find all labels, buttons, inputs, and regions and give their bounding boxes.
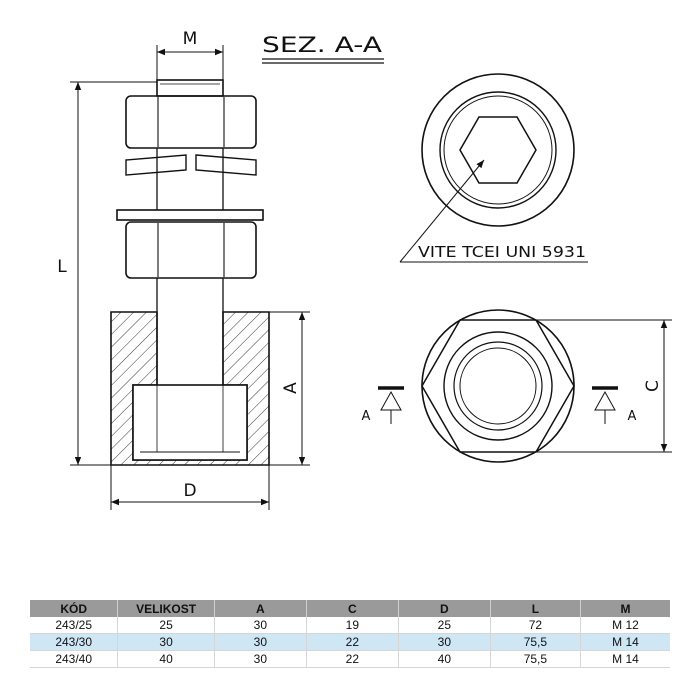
col-d: D [398, 600, 491, 617]
col-a: A [214, 600, 307, 617]
cell-kod: 243/25 [30, 617, 119, 634]
col-c: C [306, 600, 399, 617]
dim-l [70, 81, 157, 466]
dim-d-label: D [183, 481, 196, 501]
col-velikost: VELIKOST [117, 600, 215, 617]
top-view-section [421, 73, 575, 227]
dim-m [156, 45, 224, 80]
spec-table: KÓD VELIKOST A C D L M 243/25 25 30 19 2… [30, 600, 670, 668]
section-marker-left-label: A [362, 409, 371, 424]
top-nut [125, 95, 257, 149]
stud-top [156, 79, 224, 97]
dim-m-label: M [183, 29, 198, 49]
table-row: 243/30 30 30 22 30 75,5 M 14 [30, 633, 670, 651]
side-view [110, 79, 270, 466]
nut-hex-shape [421, 319, 575, 453]
section-title: SEZ. A-A [262, 33, 383, 57]
hex-socket-shape [459, 116, 537, 184]
dim-c [536, 319, 672, 453]
cell-kod: 243/40 [30, 650, 119, 668]
table-row: 243/40 40 30 22 40 75,5 M 14 [30, 650, 670, 668]
dim-c-label: C [643, 380, 663, 392]
cell-velikost: 40 [117, 650, 215, 668]
table-row: 243/25 25 30 19 25 72 M 12 [30, 617, 670, 634]
cell-a: 30 [214, 633, 307, 651]
sleeve-section [110, 311, 270, 466]
cell-d: 30 [398, 633, 491, 651]
dim-d [110, 465, 270, 510]
cell-d: 25 [398, 617, 491, 634]
cell-m: M 12 [580, 617, 670, 634]
cell-d: 40 [398, 650, 491, 668]
section-marker-right [592, 386, 618, 424]
cell-l: 75,5 [490, 650, 581, 668]
cell-c: 19 [306, 617, 399, 634]
cell-kod: 243/30 [30, 633, 119, 651]
technical-drawing: M L A D SEZ. A-A VITE TCEI UNI 5931 [57, 29, 672, 510]
flat-washer [116, 209, 264, 221]
dim-a-label: A [281, 382, 301, 394]
lock-washer [125, 154, 257, 176]
cell-m: M 14 [580, 650, 670, 668]
cell-c: 22 [306, 633, 399, 651]
cell-velikost: 25 [117, 617, 215, 634]
col-kod: KÓD [30, 600, 119, 617]
screw-note-leader [399, 159, 588, 263]
cell-velikost: 30 [117, 633, 215, 651]
cell-c: 22 [306, 650, 399, 668]
bottom-view [421, 309, 575, 463]
screw-note: VITE TCEI UNI 5931 [418, 243, 586, 261]
table-header-row: KÓD VELIKOST A C D L M [30, 600, 670, 617]
col-l: L [490, 600, 581, 617]
col-m: M [580, 600, 670, 617]
dim-l-label: L [57, 257, 67, 277]
cell-a: 30 [214, 650, 307, 668]
cell-a: 30 [214, 617, 307, 634]
section-marker-left [378, 386, 404, 424]
cell-m: M 14 [580, 633, 670, 651]
cell-l: 75,5 [490, 633, 581, 651]
dim-a [269, 311, 310, 466]
section-marker-right-label: A [628, 409, 637, 424]
bottom-nut [125, 221, 257, 279]
cell-l: 72 [490, 617, 581, 634]
